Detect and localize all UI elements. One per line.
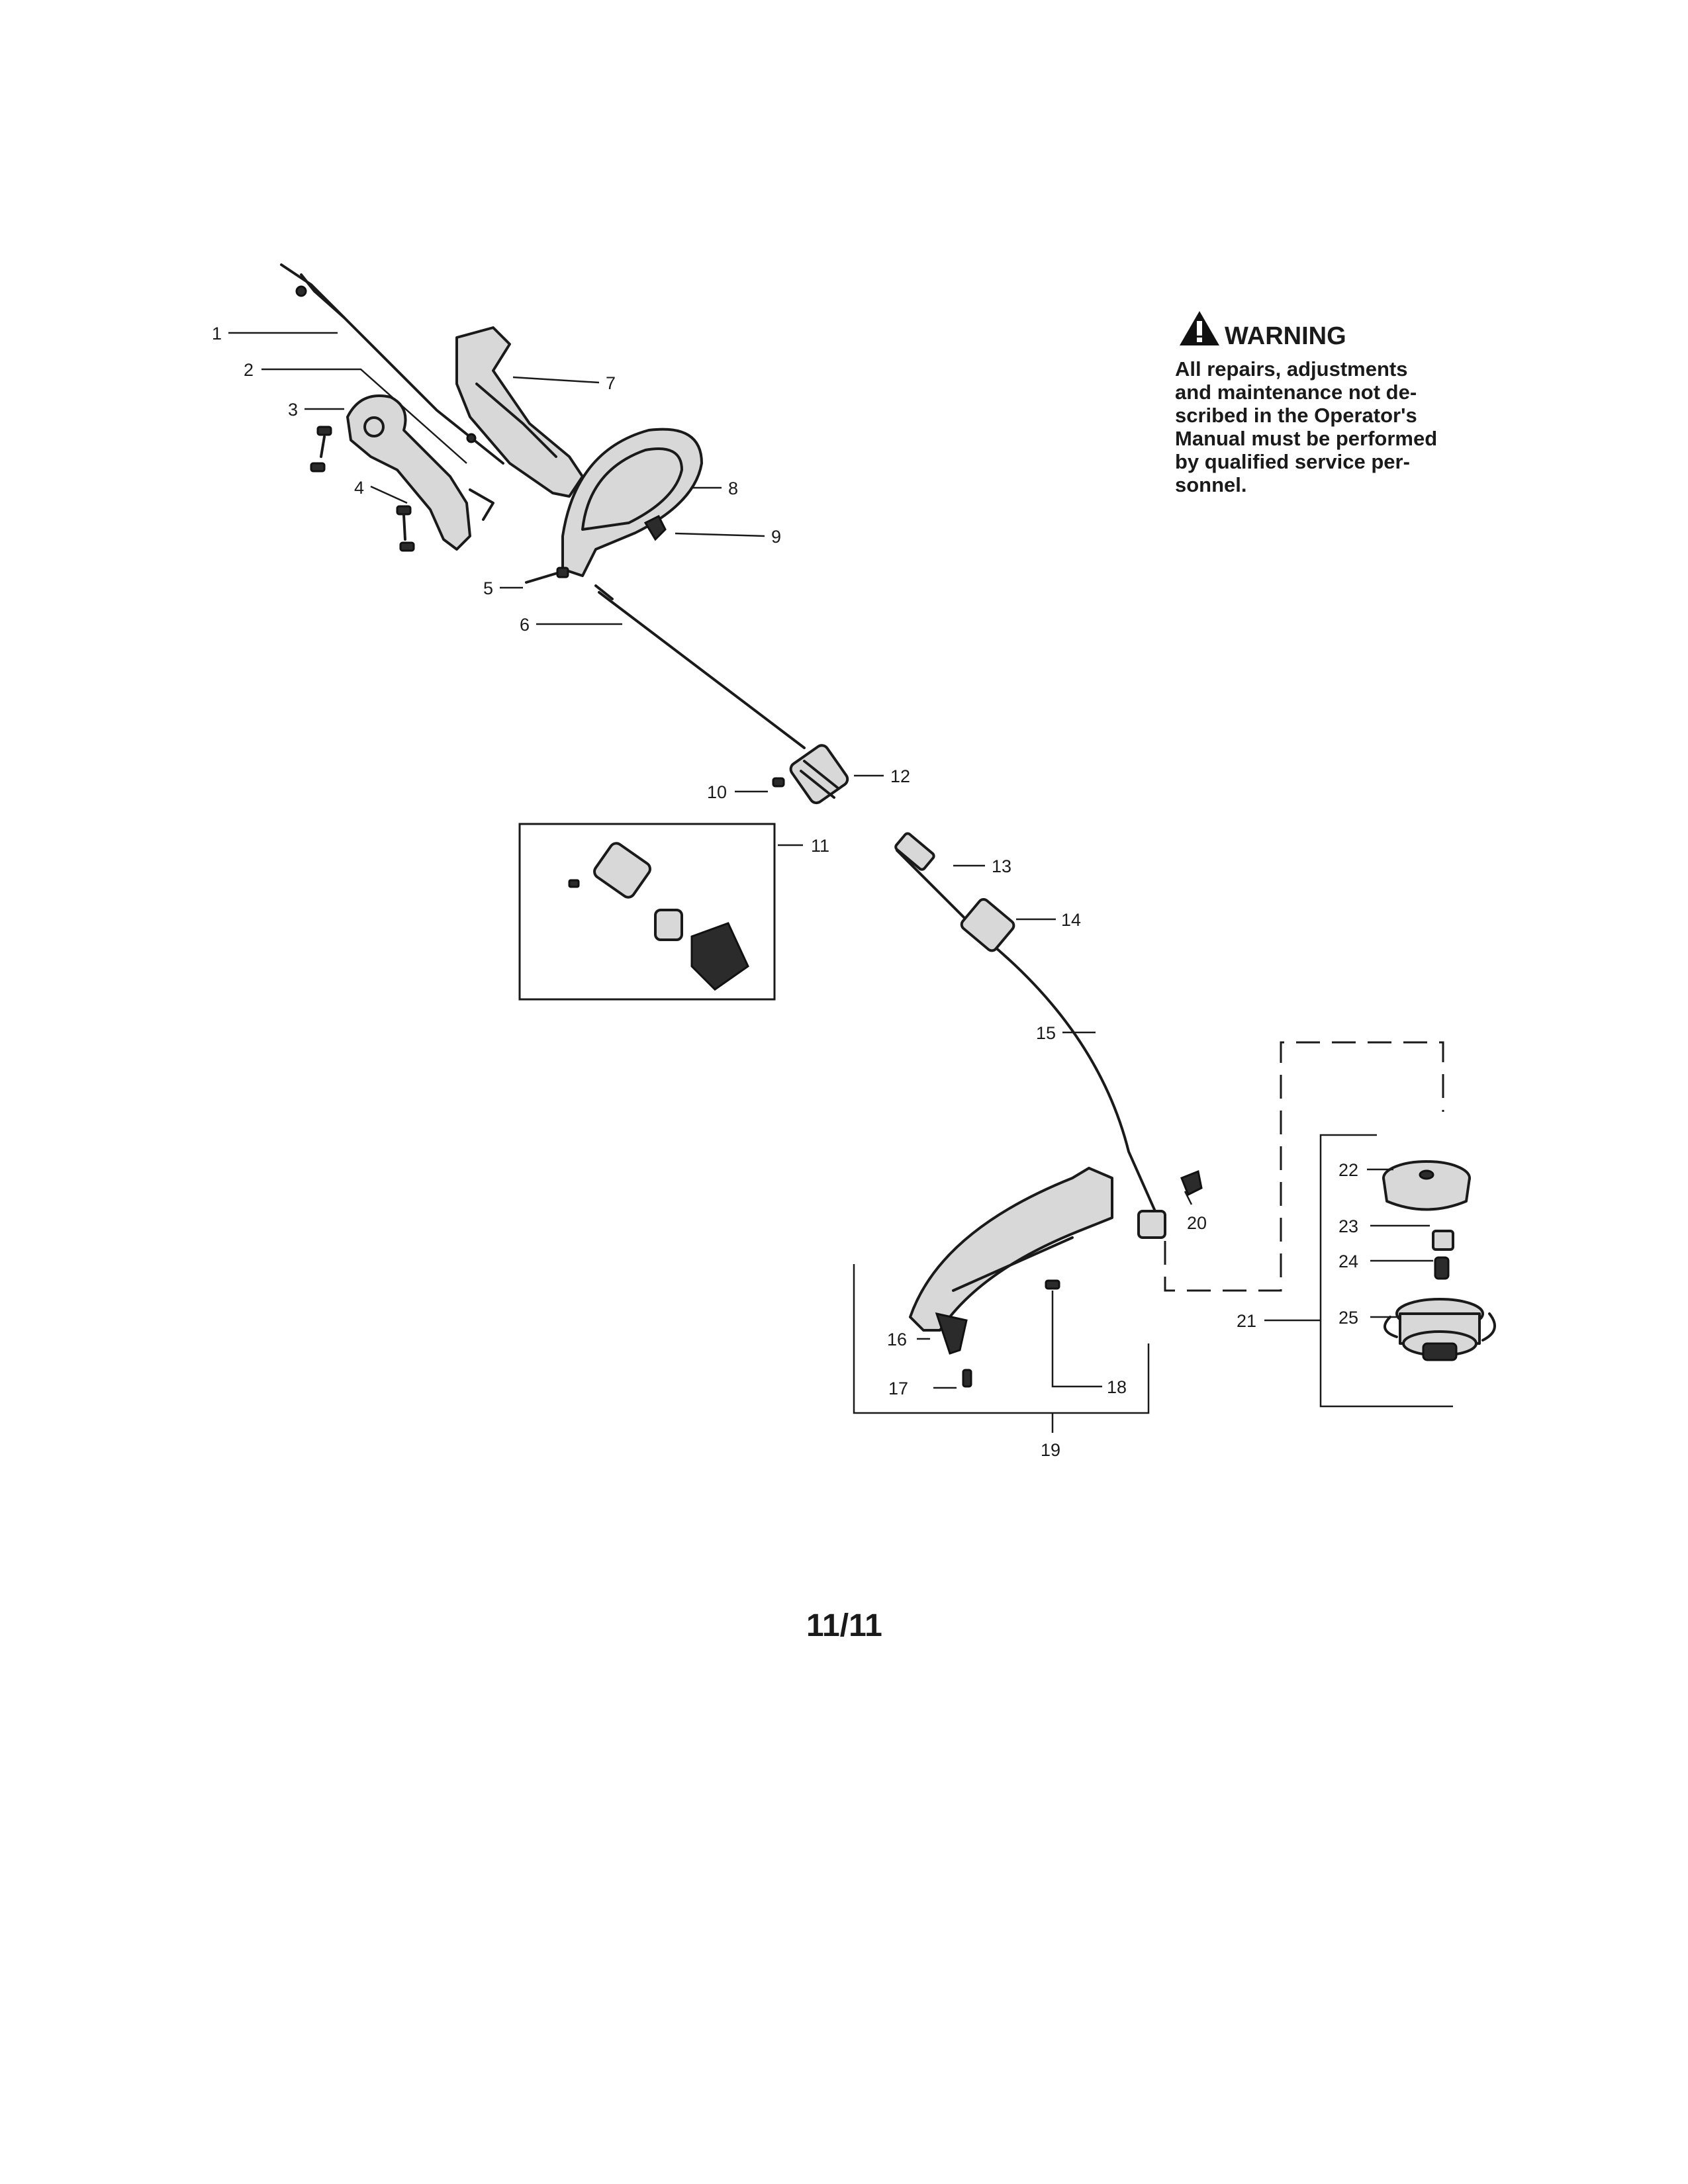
handle-housing-left	[346, 394, 471, 551]
dashed-connector	[1164, 1041, 1444, 1292]
callout-5: 5	[483, 578, 493, 598]
callout-18: 18	[1107, 1377, 1127, 1397]
callout-10: 10	[707, 782, 727, 802]
coupler-kit-box	[518, 823, 776, 1001]
callout-labels: 1 2 3 4 5 6 7 8 9 10 11 12 13 14 15 16 1…	[212, 324, 1358, 1460]
callout-3: 3	[288, 400, 298, 420]
bolt	[525, 567, 569, 584]
upper-shaft	[594, 584, 806, 749]
callout-23: 23	[1338, 1216, 1358, 1236]
wing-knob	[643, 514, 667, 541]
callout-14: 14	[1061, 910, 1081, 930]
callout-6: 6	[520, 615, 530, 635]
throttle-cable	[280, 263, 504, 465]
blade-clip	[935, 1279, 1060, 1388]
bracket-guard-kit	[853, 1264, 1150, 1414]
spring	[1432, 1230, 1454, 1251]
callout-21: 21	[1237, 1311, 1256, 1331]
callout-22: 22	[1338, 1160, 1358, 1180]
callout-20: 20	[1187, 1213, 1207, 1233]
callout-4: 4	[354, 478, 364, 498]
spool	[1383, 1298, 1496, 1361]
callout-12: 12	[890, 766, 910, 786]
handle-housing-right	[455, 326, 584, 498]
callout-11: 11	[811, 836, 829, 856]
lower-shaft	[894, 832, 1166, 1239]
bracket-head-kit	[1319, 1134, 1453, 1408]
leader-lines	[228, 332, 1433, 1433]
coupler	[789, 744, 849, 805]
callout-15: 15	[1036, 1023, 1056, 1043]
warning-notice: WARNING All repairs, adjustments and mai…	[1175, 311, 1437, 496]
screws-upper	[310, 426, 494, 552]
callout-9: 9	[771, 527, 781, 547]
wing-knob-lower	[1180, 1169, 1203, 1197]
warning-line-3: scribed in the Operator's	[1175, 404, 1417, 427]
warning-triangle-icon	[1180, 311, 1219, 345]
callout-16: 16	[887, 1330, 907, 1349]
callout-17: 17	[888, 1379, 908, 1398]
warning-line-5: by qualified service per-	[1175, 450, 1410, 473]
callout-8: 8	[728, 478, 738, 498]
assist-handle	[561, 428, 703, 577]
page-number: 11/11	[806, 1608, 882, 1643]
guard	[909, 1167, 1113, 1332]
callout-19: 19	[1041, 1440, 1060, 1460]
callout-7: 7	[606, 373, 616, 393]
callout-24: 24	[1338, 1251, 1358, 1271]
eyelet	[1434, 1256, 1450, 1280]
coupler-kit-parts	[568, 842, 749, 991]
spool-cap	[1382, 1160, 1471, 1211]
small-screw	[772, 777, 785, 788]
callout-13: 13	[992, 856, 1011, 876]
warning-heading: WARNING	[1225, 322, 1346, 350]
warning-line-1: All repairs, adjustments	[1175, 357, 1407, 381]
callout-25: 25	[1338, 1308, 1358, 1328]
callout-2: 2	[244, 360, 254, 380]
warning-line-2: and maintenance not de-	[1175, 381, 1417, 404]
warning-line-4: Manual must be performed	[1175, 427, 1437, 450]
callout-1: 1	[212, 324, 222, 343]
warning-line-6: sonnel.	[1175, 473, 1247, 496]
